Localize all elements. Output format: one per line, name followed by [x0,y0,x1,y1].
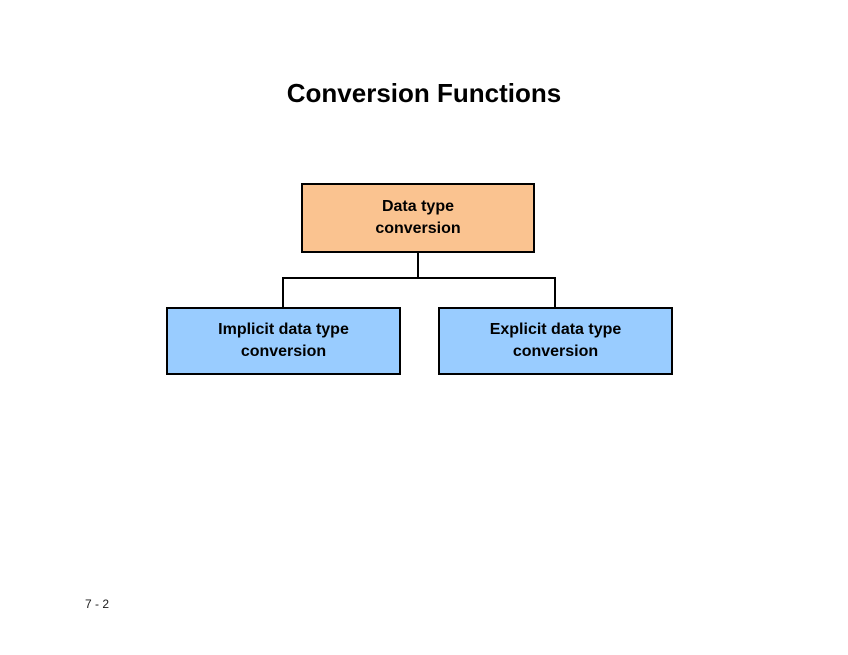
diagram-node-explicit-conversion: Explicit data type conversion [438,307,673,375]
connector-root-vertical [417,253,419,279]
connector-left-vertical [282,277,284,307]
page-title: Conversion Functions [286,78,562,108]
page-number: 7 - 2 [85,597,110,611]
connector-horizontal [282,277,556,279]
connector-right-vertical [554,277,556,307]
diagram-node-data-type-conversion: Data type conversion [301,183,535,253]
diagram-node-implicit-conversion: Implicit data type conversion [166,307,401,375]
